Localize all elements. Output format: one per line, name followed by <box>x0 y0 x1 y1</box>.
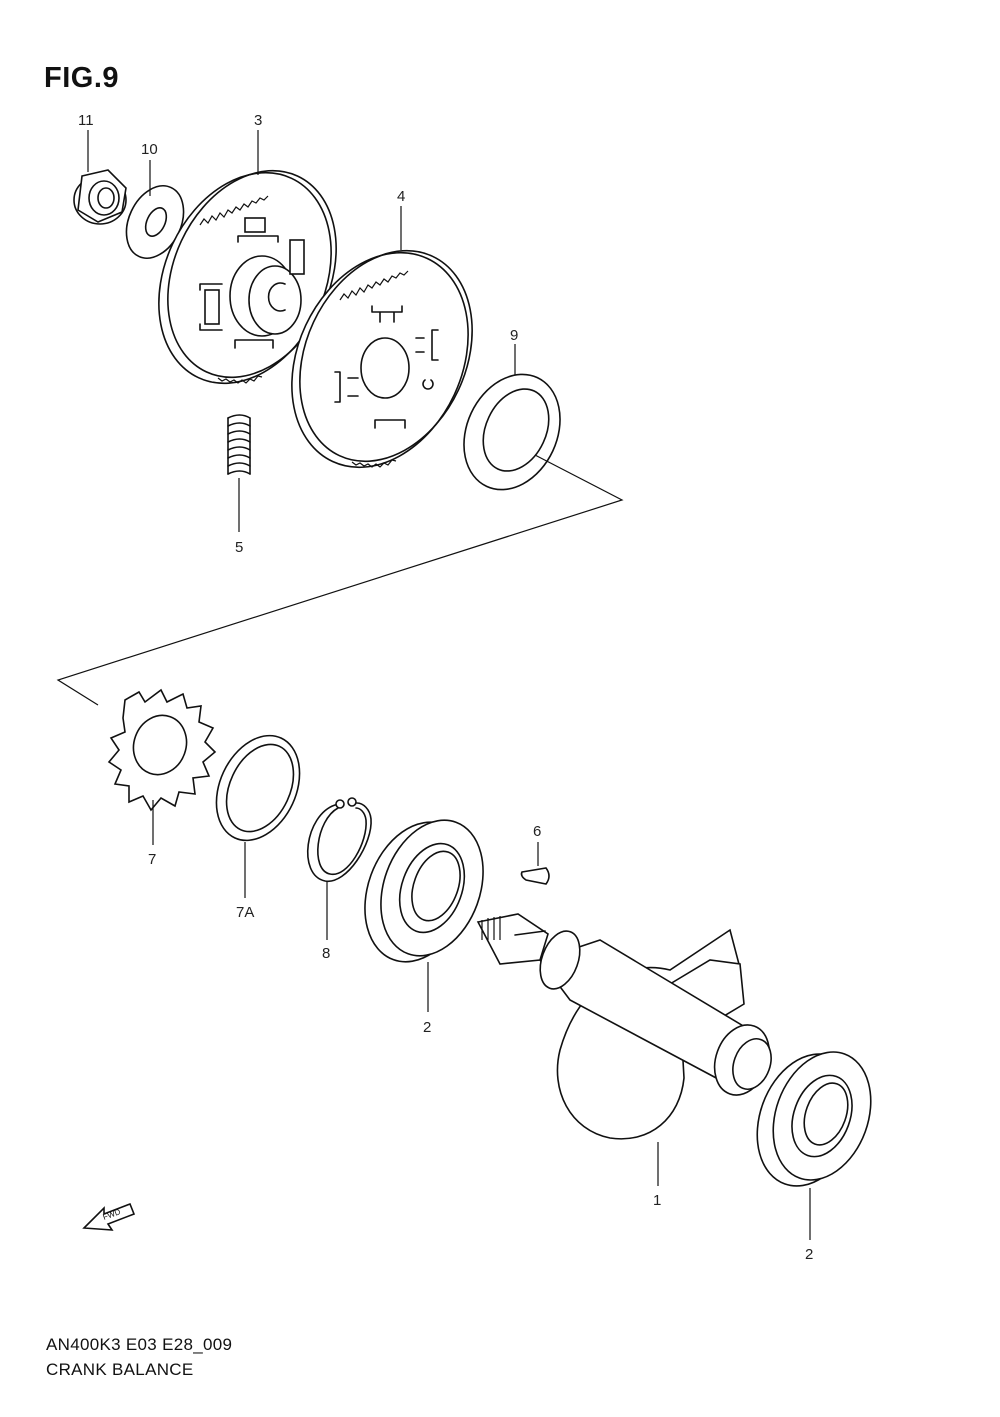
assembly-guide-line <box>56 454 624 706</box>
part-3-balancer-gear[interactable] <box>126 143 368 411</box>
figure-code: AN400K3 E03 E28_009 <box>46 1335 233 1354</box>
callout-4[interactable]: 4 <box>397 188 405 205</box>
part-9-thrust-washer[interactable] <box>446 359 578 506</box>
callout-7A[interactable]: 7A <box>236 904 254 921</box>
part-11-flange-nut[interactable] <box>73 169 127 225</box>
callout-10[interactable]: 10 <box>141 141 158 158</box>
callout-8[interactable]: 8 <box>322 945 330 962</box>
part-7-lock-washer[interactable] <box>107 688 217 812</box>
part-2-bearing-upper[interactable] <box>346 806 501 977</box>
part-10-washer[interactable] <box>115 177 194 268</box>
leader-lines <box>87 130 811 1240</box>
callout-6[interactable]: 6 <box>533 823 541 840</box>
figure-name: CRANK BALANCE <box>46 1360 194 1379</box>
part-2-bearing-lower[interactable] <box>740 1038 888 1200</box>
part-8-circlip[interactable] <box>307 797 372 882</box>
part-4-driven-gear[interactable] <box>258 222 505 496</box>
callout-2-lower[interactable]: 2 <box>805 1246 813 1263</box>
figure-title: FIG.9 <box>44 62 120 94</box>
callout-1[interactable]: 1 <box>653 1192 661 1209</box>
callout-11[interactable]: 11 <box>78 112 94 129</box>
part-6-key[interactable] <box>520 867 550 885</box>
part-5-spring[interactable] <box>227 414 251 475</box>
callout-7[interactable]: 7 <box>148 851 156 868</box>
callout-5[interactable]: 5 <box>235 539 243 556</box>
callout-3[interactable]: 3 <box>254 112 262 129</box>
callout-2-upper[interactable]: 2 <box>423 1019 431 1036</box>
callout-9[interactable]: 9 <box>510 327 518 344</box>
forward-direction-marker: FWD <box>82 1202 136 1231</box>
part-1-balancer-shaft[interactable] <box>476 913 779 1140</box>
part-7A-shim[interactable] <box>200 722 315 854</box>
callout-numbers: 11 10 3 4 9 5 7 7A 8 6 2 1 2 <box>78 112 813 1263</box>
